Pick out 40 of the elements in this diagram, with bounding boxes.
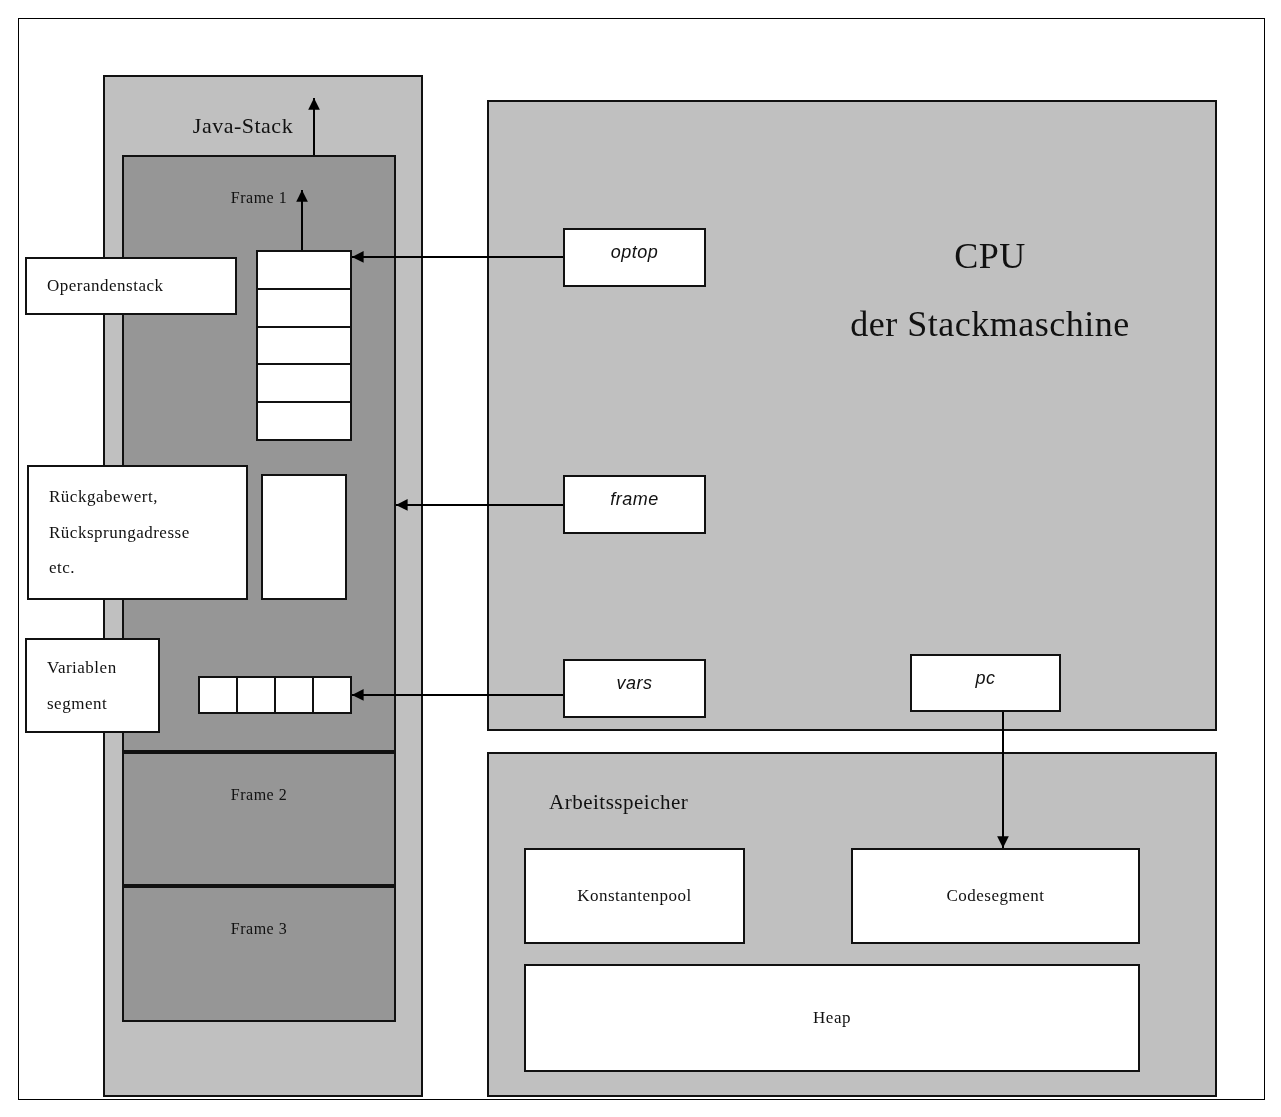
node-text: Konstantenpool xyxy=(577,886,692,906)
node-text: vars xyxy=(616,673,653,694)
register-box xyxy=(563,659,706,718)
register-box xyxy=(910,654,1061,712)
register-box xyxy=(563,228,706,287)
node-text: Heap xyxy=(813,1008,851,1028)
operand-stack xyxy=(256,250,352,441)
variable-array xyxy=(198,676,352,714)
frame-box xyxy=(122,886,396,1022)
node-text: Rückgabewert, Rücksprungadresse etc. xyxy=(49,485,191,580)
memory-segment xyxy=(524,848,745,944)
label-box xyxy=(25,257,237,315)
node-text: Java-Stack xyxy=(192,113,294,139)
arrow xyxy=(296,189,308,251)
node-text: pc xyxy=(975,668,996,689)
label-box xyxy=(25,638,160,733)
node-text: Codesegment xyxy=(946,886,1045,906)
return-slot xyxy=(261,474,347,600)
register-box xyxy=(563,475,706,534)
cpu-panel xyxy=(487,100,1217,731)
node-text: optop xyxy=(610,242,659,263)
arrow xyxy=(308,97,320,156)
memory-panel xyxy=(487,752,1217,1097)
node-text: Operandenstack xyxy=(47,275,165,298)
arrow xyxy=(351,251,564,263)
arrow xyxy=(351,689,564,701)
arrow xyxy=(395,499,564,511)
node-text: der Stackmaschine xyxy=(849,303,1131,347)
node-text: CPU xyxy=(953,235,1027,278)
frame-box xyxy=(122,752,396,886)
memory-segment xyxy=(851,848,1140,944)
node-text: Frame 3 xyxy=(230,920,288,938)
arrow xyxy=(997,711,1009,849)
node-text: Arbeitsspeicher xyxy=(549,790,690,815)
node-text: Frame 1 xyxy=(230,189,288,207)
label-box xyxy=(27,465,248,600)
memory-segment xyxy=(524,964,1140,1072)
node-text: Variablen segment xyxy=(47,656,114,715)
node-text: Frame 2 xyxy=(230,786,288,804)
node-text: frame xyxy=(610,489,659,510)
